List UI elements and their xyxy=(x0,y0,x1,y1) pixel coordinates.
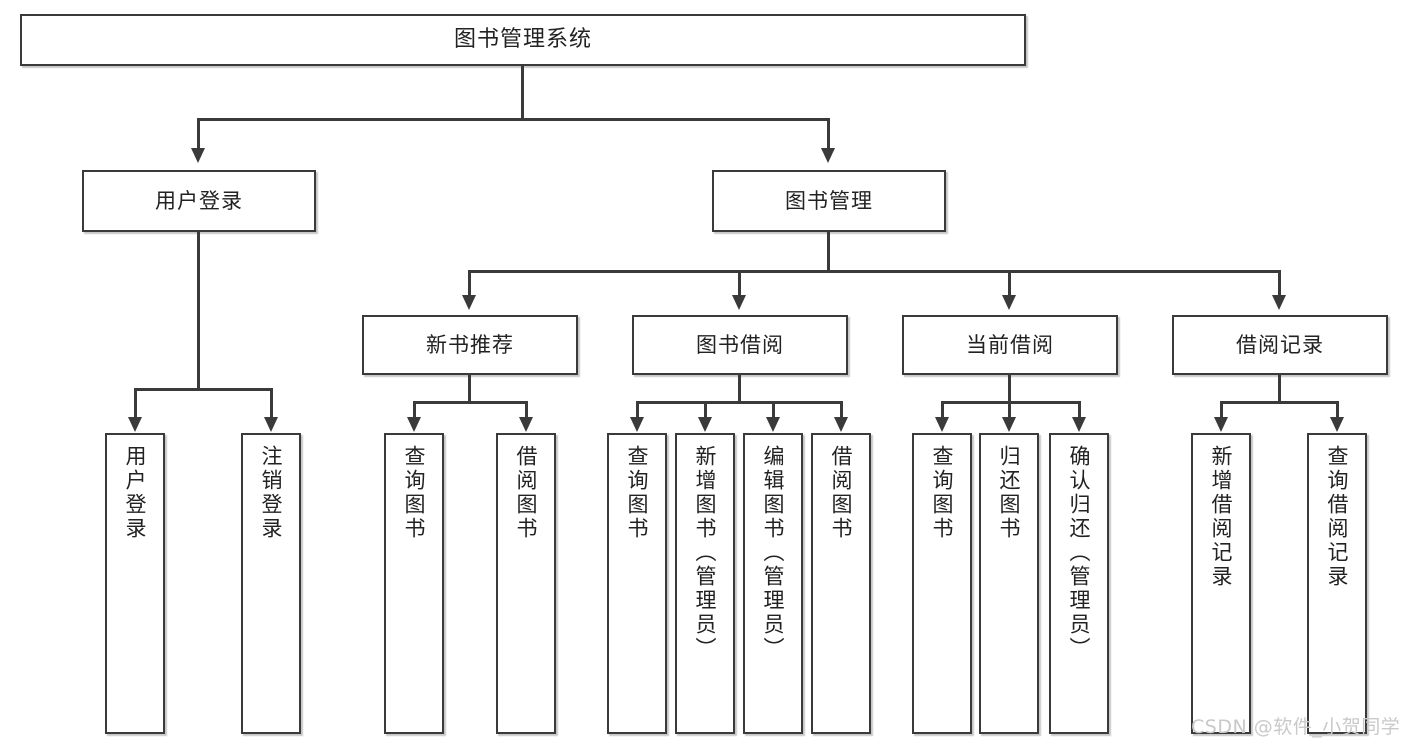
connector-root-bus xyxy=(197,118,829,121)
connector-user-login-bus xyxy=(134,388,270,391)
node-label: 用户登录 xyxy=(155,188,243,213)
leaf-current-borrow-confirm-return-admin[interactable]: 确认归还（管理员） xyxy=(1049,433,1109,734)
leaf-book-borrow-edit-book-admin[interactable]: 编辑图书（管理员） xyxy=(743,433,803,734)
connector-borrow-records-leaf1 xyxy=(1220,401,1223,419)
connector-current-borrow-leaf1 xyxy=(941,401,944,419)
node-label: 新增图书（管理员） xyxy=(693,445,718,661)
node-label: 当前借阅 xyxy=(966,332,1054,357)
connector-user-login-leaf2 xyxy=(270,388,273,419)
node-label: 编辑图书（管理员） xyxy=(761,445,786,661)
leaf-book-borrow-borrow-book[interactable]: 借阅图书 xyxy=(811,433,871,734)
connector-user-login-leaf1 xyxy=(134,388,137,419)
node-label: 用户登录 xyxy=(123,445,148,541)
node-label: 查询借阅记录 xyxy=(1325,445,1350,589)
node-label: 图书管理系统 xyxy=(453,27,592,53)
leaf-new-book-borrow-book[interactable]: 借阅图书 xyxy=(496,433,556,734)
arrow-to-current-borrow xyxy=(1002,295,1016,310)
node-user-login[interactable]: 用户登录 xyxy=(82,170,316,232)
arrow-to-book-management xyxy=(821,148,835,163)
node-label: 注销登录 xyxy=(259,445,284,541)
connector-book-management-stem xyxy=(827,232,830,272)
node-current-borrow[interactable]: 当前借阅 xyxy=(902,315,1118,375)
node-borrow-records[interactable]: 借阅记录 xyxy=(1172,315,1388,375)
connector-current-borrow-leaf2 xyxy=(1008,401,1011,419)
connector-current-borrow-stem xyxy=(1008,375,1011,403)
connector-book-borrow-stem xyxy=(738,375,741,403)
arrow-book-borrow-leaf1 xyxy=(630,417,644,432)
node-book-management[interactable]: 图书管理 xyxy=(712,170,946,232)
connector-book-borrow-leaf2 xyxy=(704,401,707,419)
leaf-new-book-query-book[interactable]: 查询图书 xyxy=(384,433,444,734)
connector-bm-to-book-borrow xyxy=(738,270,741,297)
leaf-user-login-logout[interactable]: 注销登录 xyxy=(241,433,301,734)
leaf-book-borrow-query-book[interactable]: 查询图书 xyxy=(607,433,667,734)
connector-book-borrow-bus xyxy=(636,401,842,404)
arrow-to-user-login xyxy=(191,148,205,163)
node-new-book-recommend[interactable]: 新书推荐 xyxy=(362,315,578,375)
node-label: 查询图书 xyxy=(625,445,650,541)
node-label: 确认归还（管理员） xyxy=(1067,445,1092,661)
arrow-current-borrow-leaf3 xyxy=(1072,417,1086,432)
connector-bm-to-current-borrow xyxy=(1008,270,1011,297)
connector-borrow-records-bus xyxy=(1220,401,1338,404)
node-label: 新书推荐 xyxy=(426,332,514,357)
connector-borrow-records-stem xyxy=(1278,375,1281,403)
arrow-to-book-borrow xyxy=(732,295,746,310)
connector-new-book-bus xyxy=(413,401,525,404)
node-book-borrow[interactable]: 图书借阅 xyxy=(632,315,848,375)
arrow-borrow-records-leaf1 xyxy=(1214,417,1228,432)
node-label: 借阅记录 xyxy=(1236,332,1324,357)
leaf-borrow-records-query-record[interactable]: 查询借阅记录 xyxy=(1307,433,1367,734)
arrow-book-borrow-leaf4 xyxy=(834,417,848,432)
arrow-new-book-leaf1 xyxy=(407,417,421,432)
connector-book-borrow-leaf4 xyxy=(840,401,843,419)
arrow-book-borrow-leaf3 xyxy=(766,417,780,432)
connector-book-borrow-leaf3 xyxy=(772,401,775,419)
leaf-current-borrow-query-book[interactable]: 查询图书 xyxy=(912,433,972,734)
arrow-new-book-leaf2 xyxy=(519,417,533,432)
leaf-current-borrow-return-book[interactable]: 归还图书 xyxy=(979,433,1039,734)
connector-current-borrow-leaf3 xyxy=(1078,401,1081,419)
arrow-user-login-leaf1 xyxy=(128,417,142,432)
leaf-user-login-login[interactable]: 用户登录 xyxy=(105,433,165,734)
arrow-borrow-records-leaf2 xyxy=(1330,417,1344,432)
node-label: 归还图书 xyxy=(997,445,1022,541)
connector-user-login-stem xyxy=(197,232,200,390)
node-label: 借阅图书 xyxy=(829,445,854,541)
arrow-current-borrow-leaf1 xyxy=(935,417,949,432)
connector-book-management-bus xyxy=(468,270,1280,273)
connector-new-book-leaf2 xyxy=(525,401,528,419)
node-label: 图书管理 xyxy=(785,188,873,213)
arrow-book-borrow-leaf2 xyxy=(698,417,712,432)
arrow-to-new-book-recommend xyxy=(462,295,476,310)
node-label: 借阅图书 xyxy=(514,445,539,541)
node-label: 新增借阅记录 xyxy=(1209,445,1234,589)
connector-borrow-records-leaf2 xyxy=(1336,401,1339,419)
node-label: 查询图书 xyxy=(402,445,427,541)
connector-bm-to-new-book xyxy=(468,270,471,297)
node-root-book-management-system[interactable]: 图书管理系统 xyxy=(20,14,1026,66)
connector-root-to-book-management xyxy=(827,118,830,150)
connector-root-to-user-login xyxy=(197,118,200,150)
connector-book-borrow-leaf1 xyxy=(636,401,639,419)
leaf-book-borrow-add-book-admin[interactable]: 新增图书（管理员） xyxy=(675,433,735,734)
connector-new-book-leaf1 xyxy=(413,401,416,419)
connector-root-stem xyxy=(521,66,524,120)
arrow-user-login-leaf2 xyxy=(264,417,278,432)
connector-bm-to-borrow-records xyxy=(1278,270,1281,297)
node-label: 图书借阅 xyxy=(696,332,784,357)
connector-new-book-stem xyxy=(468,375,471,403)
node-label: 查询图书 xyxy=(930,445,955,541)
leaf-borrow-records-add-record[interactable]: 新增借阅记录 xyxy=(1191,433,1251,734)
arrow-to-borrow-records xyxy=(1272,295,1286,310)
arrow-current-borrow-leaf2 xyxy=(1002,417,1016,432)
